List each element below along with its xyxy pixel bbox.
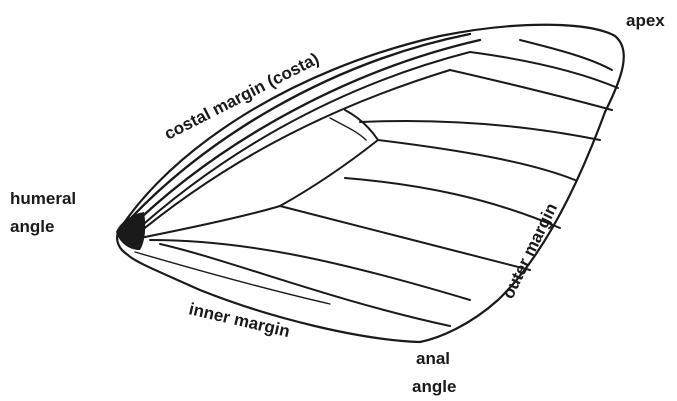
anal-veins bbox=[135, 206, 470, 326]
label-apex: apex bbox=[626, 11, 665, 30]
label-humeral-angle-line1: humeral bbox=[10, 189, 76, 208]
label-anal-angle-line2: angle bbox=[412, 377, 456, 396]
label-anal-angle: anal angle bbox=[412, 349, 456, 396]
discal-cell bbox=[280, 110, 378, 206]
humeral-base bbox=[116, 212, 145, 250]
apical-veins bbox=[450, 40, 618, 110]
label-humeral-angle: humeral angle bbox=[10, 189, 81, 236]
label-humeral-angle-line2: angle bbox=[10, 217, 54, 236]
label-anal-angle-line1: anal bbox=[416, 349, 450, 368]
median-veins bbox=[280, 121, 600, 270]
